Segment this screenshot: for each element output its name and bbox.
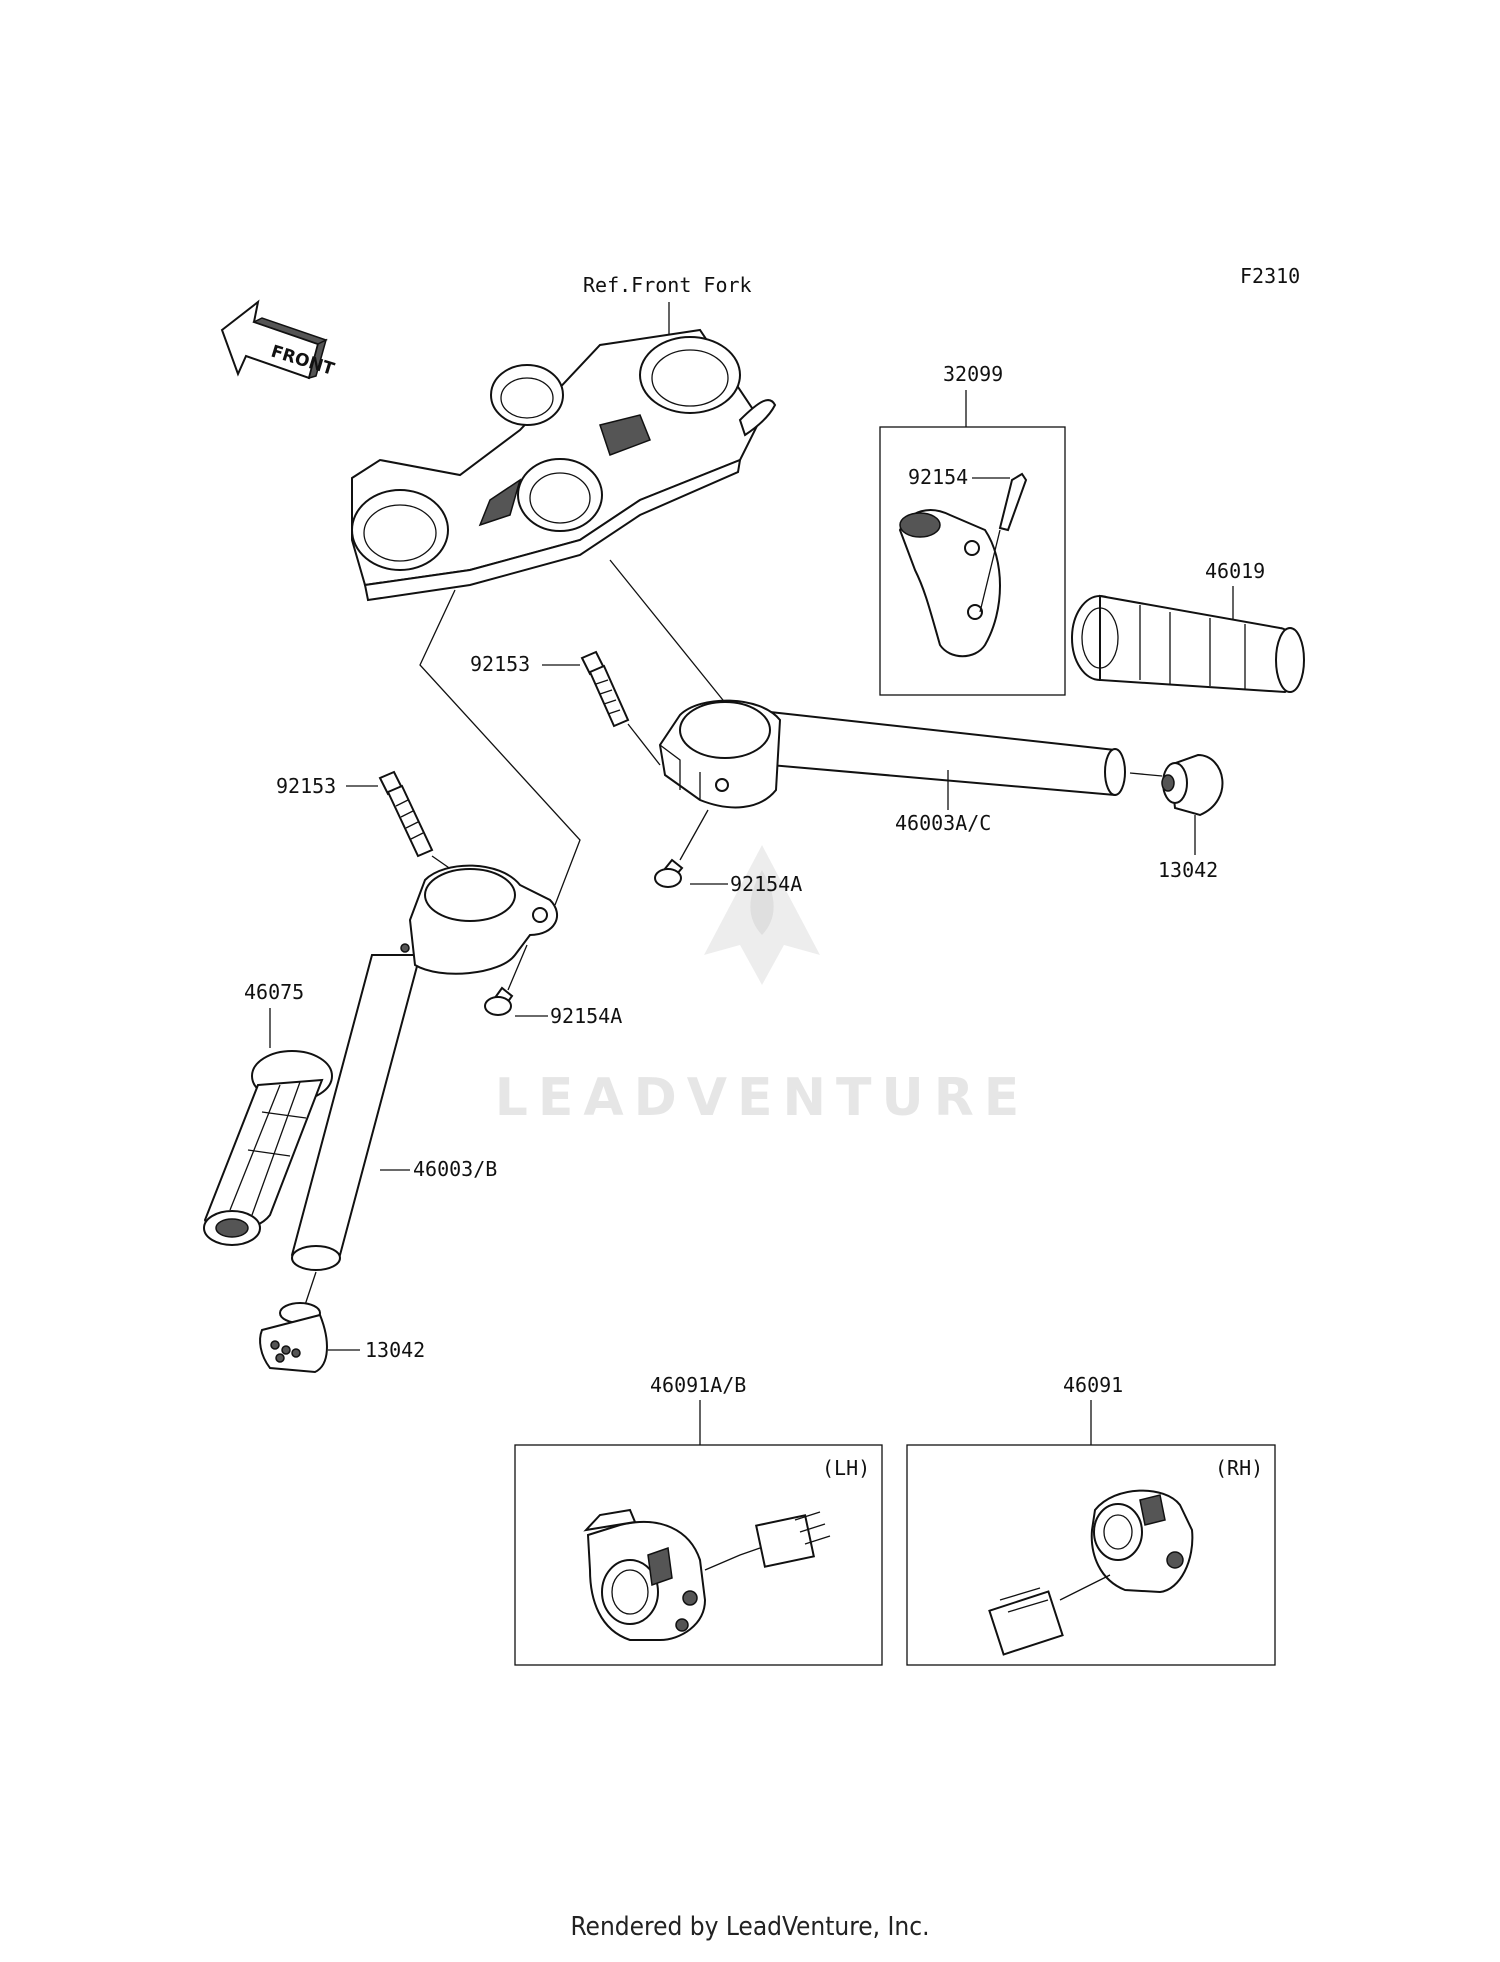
box-32099 <box>879 426 1066 696</box>
bolt-92153-upper <box>580 650 630 728</box>
left-grip-46075 <box>203 1050 333 1246</box>
clamp-leader-left <box>419 589 581 906</box>
label-46075: 46075 <box>244 980 304 1004</box>
footer-credit: Rendered by LeadVenture, Inc. <box>570 1912 930 1942</box>
handlebar-46003-b <box>290 864 559 1271</box>
label-lh: (LH) <box>822 1456 870 1480</box>
screw-92154a-upper <box>654 858 684 888</box>
bar-end-13042-right <box>1161 753 1224 817</box>
label-13042-left: 13042 <box>365 1338 425 1362</box>
handlebar-46003a-c <box>658 699 1126 809</box>
label-13042-right: 13042 <box>1158 858 1218 882</box>
screw-92154a-lower <box>484 986 514 1016</box>
label-92154a-lower: 92154A <box>550 1004 622 1028</box>
label-92154: 92154 <box>908 465 968 489</box>
label-46091: 46091 <box>1063 1373 1123 1397</box>
box-46091 <box>906 1444 1276 1666</box>
label-46091a-b: 46091A/B <box>650 1373 746 1397</box>
front-arrow-icon: FRONT <box>220 299 337 380</box>
label-32099: 32099 <box>943 362 1003 386</box>
throttle-housing <box>898 472 1028 658</box>
label-rh: (RH) <box>1215 1456 1263 1480</box>
label-92153-upper: 92153 <box>470 652 530 676</box>
left-switch-46091a-b <box>583 1508 831 1641</box>
bar-end-13042-left <box>259 1302 328 1374</box>
bolt-92153-lower <box>378 770 434 858</box>
right-switch-46091 <box>988 1489 1194 1656</box>
diagram-code: F2310 <box>1240 264 1300 288</box>
watermark-text: LEADVENTURE <box>495 1068 1030 1128</box>
label-46019: 46019 <box>1205 559 1265 583</box>
triple-clamp <box>351 328 777 602</box>
throttle-grip-46019 <box>1071 594 1305 694</box>
watermark-logo: LEADVENTURE <box>495 845 1030 1128</box>
label-46003a-c: 46003A/C <box>895 811 991 835</box>
label-92154a-upper: 92154A <box>730 872 802 896</box>
label-92153-lower: 92153 <box>276 774 336 798</box>
ref-front-fork-label: Ref.Front Fork <box>583 273 752 297</box>
label-46003-b: 46003/B <box>413 1157 497 1181</box>
box-46091a-b <box>514 1444 883 1666</box>
